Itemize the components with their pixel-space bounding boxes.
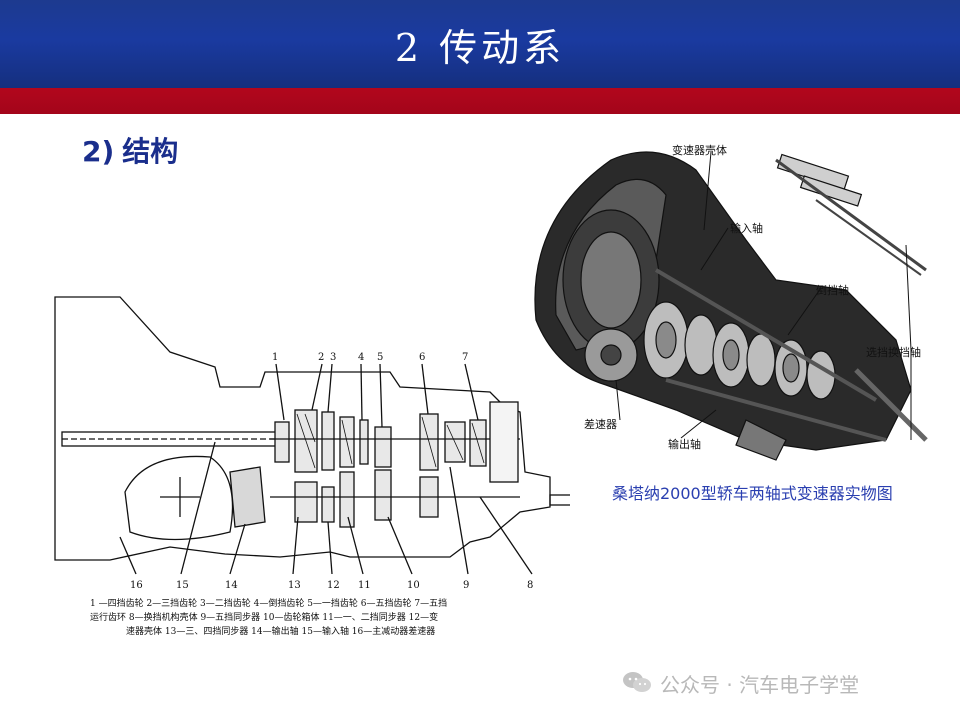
callout-reverse-shaft: 倒挡轴 [816,284,849,297]
legend-line-2: 运行齿环 8—换挡机构壳体 9—五挡同步器 10—齿轮箱体 11—一、二挡同步器… [90,613,439,623]
part-label-top-7: 7 [462,352,468,363]
part-label-top-5: 5 [377,352,383,363]
gearbox-cutaway-illustration [534,151,928,461]
part-label-bottom-11: 11 [358,580,371,591]
part-label-top-2: 2 [318,352,324,363]
section-label: 结构 [122,135,179,168]
part-label-bottom-13: 13 [288,580,301,591]
callout-shift-shaft: 选挡换挡轴 [866,346,921,359]
part-label-top-3: 3 [330,352,336,363]
section-number: 2) [82,135,115,168]
part-label-top-1: 1 [272,352,278,363]
header-bar [0,0,960,88]
legend-line-3: 速器壳体 13—三、四挡同步器 14—输出轴 15—输入轴 16—主减动器差速器 [126,627,436,637]
watermark: 公众号 · 汽车电子学堂 [622,668,859,698]
wechat-icon [623,672,651,692]
parts-legend: 1 —四挡齿轮 2—三挡齿轮 3—二挡齿轮 4—倒挡齿轮 5—一挡齿轮 6—五挡… [90,597,570,639]
part-label-bottom-12: 12 [327,580,340,591]
legend-line-1: 1 —四挡齿轮 2—三挡齿轮 3—二挡齿轮 4—倒挡齿轮 5—一挡齿轮 6—五挡… [90,599,448,609]
part-label-bottom-15: 15 [176,580,189,591]
part-label-top-4: 4 [358,352,364,363]
callout-output-shaft: 输出轴 [668,438,701,451]
section-heading: 2)结构 [82,130,178,170]
callout-input-shaft: 输入轴 [730,222,763,235]
callout-housing: 变速器壳体 [672,144,727,157]
part-label-bottom-9: 9 [463,580,469,591]
figure-caption: 桑塔纳2000型轿车两轴式变速器实物图 [612,484,893,503]
watermark-text: 公众号 · 汽车电子学堂 [660,672,860,697]
part-label-top-6: 6 [419,352,425,363]
header-accent-band [0,88,960,114]
part-label-bottom-16: 16 [130,580,143,591]
part-label-bottom-14: 14 [225,580,238,591]
slide-title: 2 传动系 [394,25,566,70]
part-label-bottom-10: 10 [407,580,420,591]
callout-differential: 差速器 [584,418,617,431]
part-label-bottom-8: 8 [527,580,533,591]
